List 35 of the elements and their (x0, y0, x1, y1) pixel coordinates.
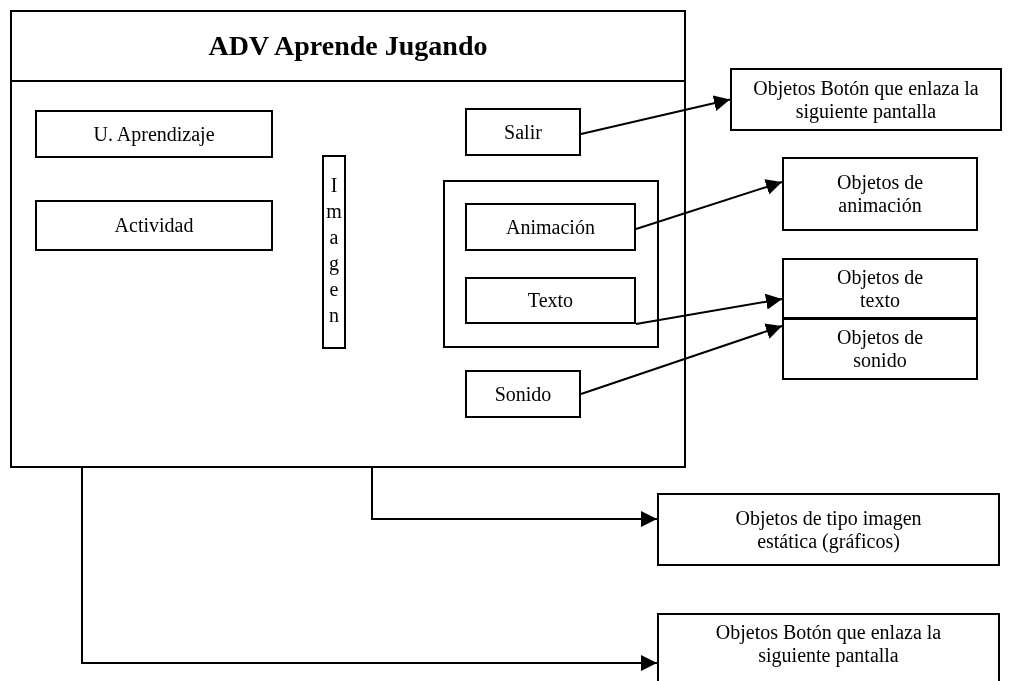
box (465, 203, 636, 251)
node-label: U. Aprendizaje (93, 122, 215, 146)
box (782, 258, 978, 319)
box (35, 110, 273, 158)
screen-title: ADV Aprende Jugando (208, 29, 488, 63)
node-label: Objetos de sonido (835, 326, 925, 372)
box (322, 155, 346, 349)
box (782, 318, 978, 380)
arrow (635, 293, 783, 325)
node-label: Objetos de texto (835, 265, 925, 312)
node-label: Actividad (114, 214, 194, 237)
node-label: Sonido (494, 382, 552, 406)
screen-frame (10, 10, 686, 468)
arrow (580, 95, 731, 135)
box (657, 613, 1000, 681)
box (657, 493, 1000, 566)
box (782, 157, 978, 231)
node-label: Salir (504, 120, 542, 144)
arrow (81, 467, 658, 671)
arrow (580, 323, 783, 395)
node-label: Objetos de animación (835, 171, 925, 217)
node-label: Texto (527, 289, 574, 312)
node-label: Animación (506, 215, 595, 239)
node-label: Objetos Botón que enlaza la siguiente pantalla (714, 621, 943, 667)
arrow (371, 467, 658, 527)
button (465, 370, 581, 418)
node-label: Objetos Botón que enlaza la siguiente pantalla (752, 76, 980, 123)
box (730, 68, 1002, 131)
box (35, 200, 273, 251)
node-label: Imagen (324, 174, 344, 330)
group-box (443, 180, 659, 348)
box (465, 277, 636, 324)
node-label: Objetos de tipo imagen estática (gráficos) (734, 506, 923, 553)
arrow (635, 179, 783, 230)
button (465, 108, 581, 156)
